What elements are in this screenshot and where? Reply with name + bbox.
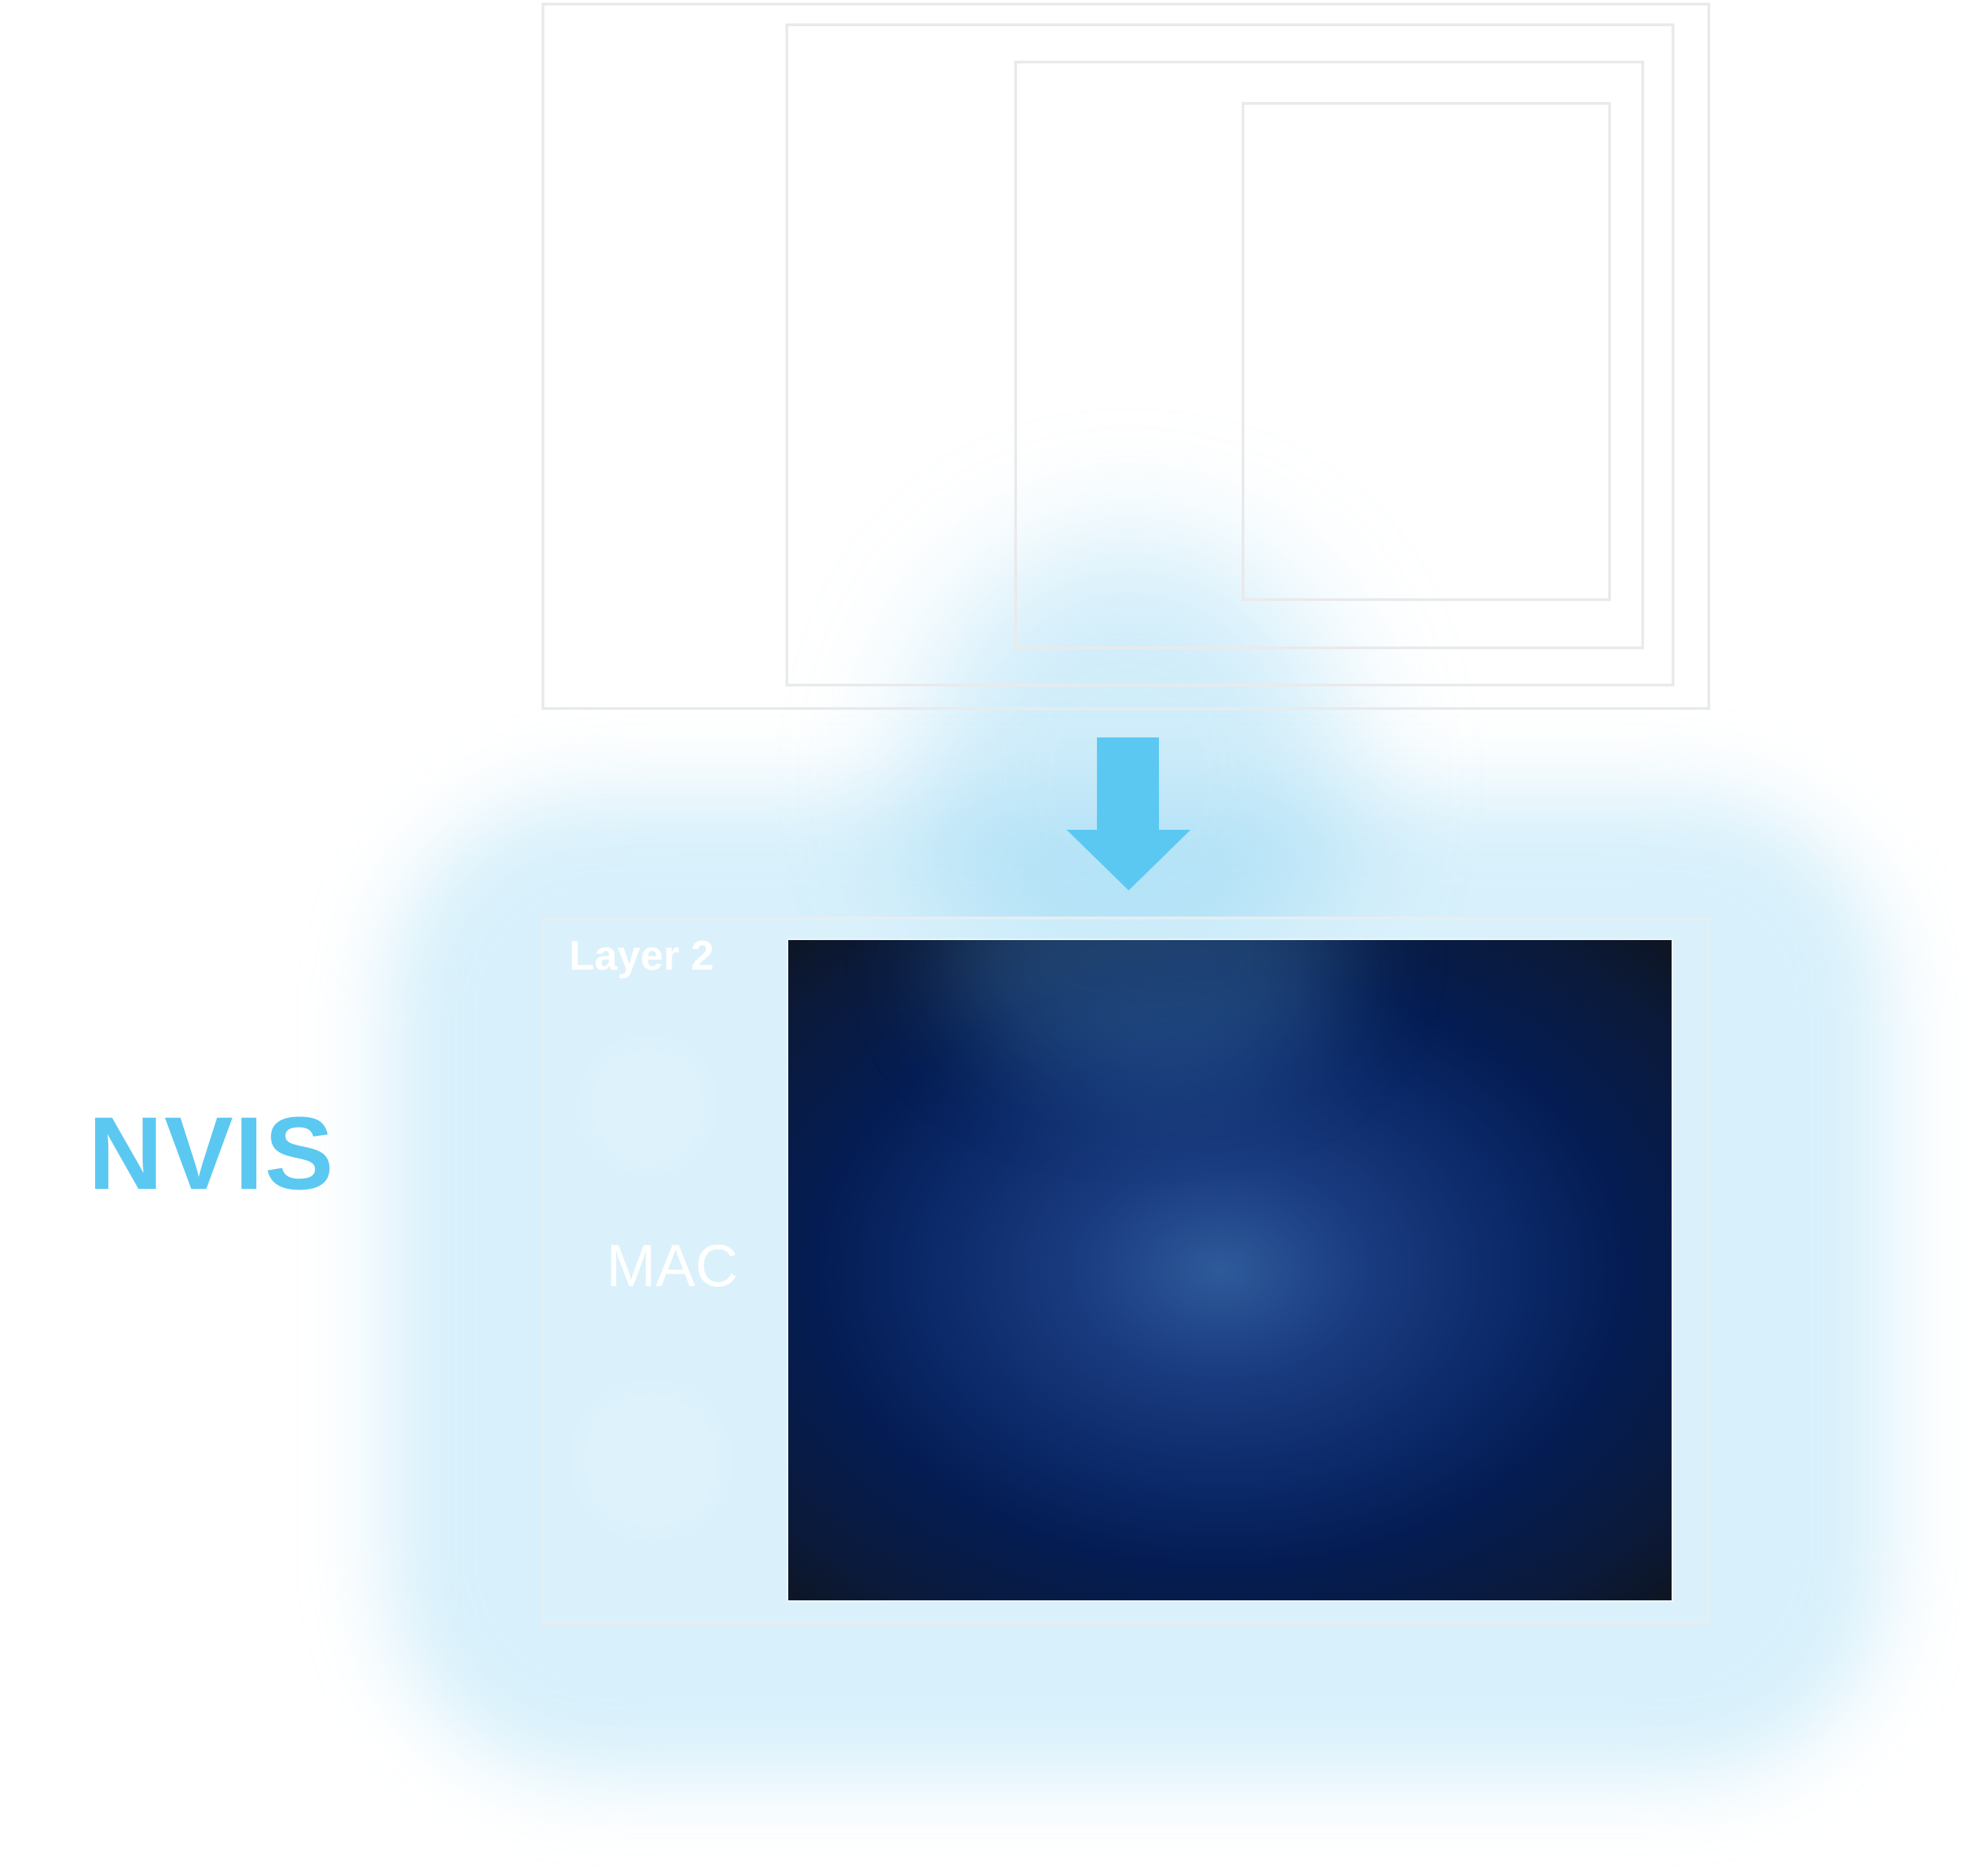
stacked-frame-inner <box>1242 102 1611 601</box>
faint-circle-decoration <box>579 1388 723 1533</box>
layer-title: Layer 2 <box>569 932 715 979</box>
display-screen <box>788 940 1672 1600</box>
mac-label: MAC <box>606 1233 739 1299</box>
down-arrow-icon <box>1067 737 1191 890</box>
stacked-frame-2 <box>786 23 1674 686</box>
display-sheen <box>940 940 1353 1085</box>
nvis-label: NVIS <box>88 1095 336 1211</box>
faint-circle-decoration <box>586 1043 710 1168</box>
stacked-frame-outer <box>542 3 1710 710</box>
stacked-frame-3 <box>1014 61 1644 649</box>
